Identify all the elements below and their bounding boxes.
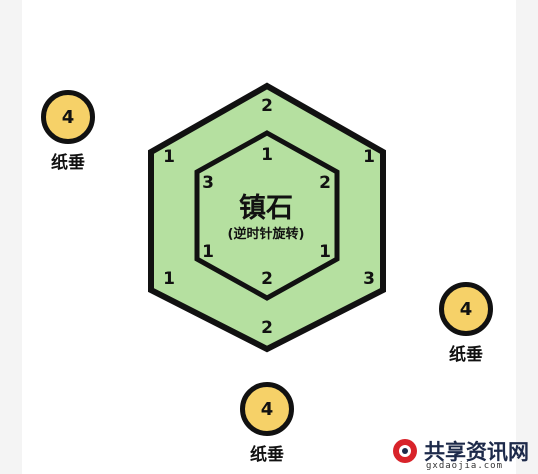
- site-watermark: 共享资讯网 gxdaojia.com: [392, 436, 538, 474]
- paper-charm-token-bottom[interactable]: 4 纸垂: [237, 382, 297, 465]
- inner-number-lower-left: 1: [202, 242, 214, 262]
- outer-number-lower-left: 1: [163, 269, 175, 289]
- token-value: 4: [439, 282, 493, 336]
- outer-number-lower-right: 3: [363, 269, 375, 289]
- inner-number-lower-right: 1: [319, 242, 331, 262]
- watermark-url: gxdaojia.com: [426, 461, 504, 471]
- outer-number-upper-left: 1: [163, 147, 175, 167]
- stone-subtitle: (逆时针旋转): [228, 226, 305, 242]
- inner-number-bottom: 2: [261, 269, 273, 289]
- outer-number-top: 2: [261, 96, 273, 116]
- paper-charm-token-right[interactable]: 4 纸垂: [436, 282, 496, 365]
- watermark-logo-icon: [393, 439, 417, 463]
- inner-hexagon[interactable]: [194, 130, 340, 301]
- outer-number-upper-right: 1: [363, 147, 375, 167]
- token-label: 纸垂: [51, 153, 85, 173]
- inner-number-upper-right: 2: [319, 173, 331, 193]
- watermark-text: 共享资讯网: [424, 440, 529, 464]
- token-label: 纸垂: [250, 445, 284, 465]
- outer-number-bottom: 2: [261, 318, 273, 338]
- token-label: 纸垂: [449, 345, 483, 365]
- paper-charm-token-left[interactable]: 4 纸垂: [38, 90, 98, 173]
- token-value: 4: [41, 90, 95, 144]
- inner-number-upper-left: 3: [202, 173, 214, 193]
- token-value: 4: [240, 382, 294, 436]
- inner-number-top: 1: [261, 145, 273, 165]
- stone-title: 镇石: [239, 193, 293, 224]
